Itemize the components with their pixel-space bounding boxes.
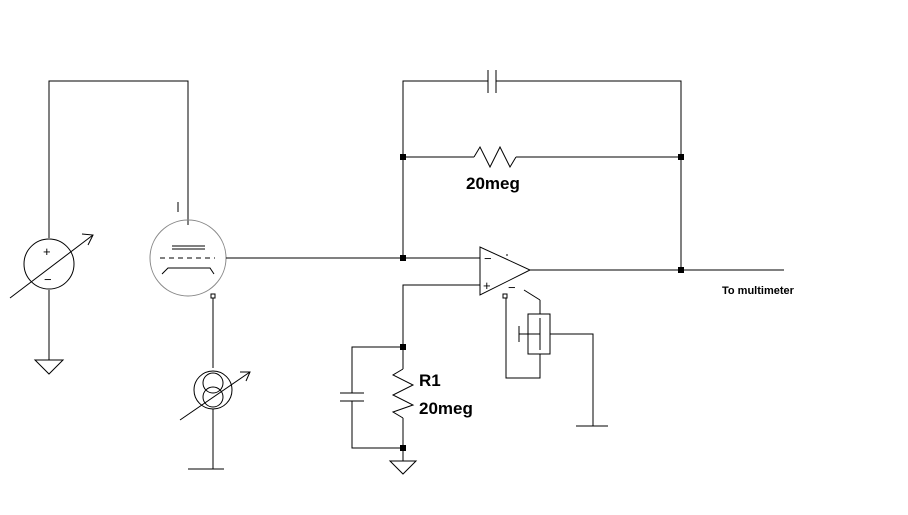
op-amp-inverting-sign: − [484,251,492,266]
feedback-resistor [473,145,517,169]
r1-name-label: R1 [419,371,441,390]
r1-value-label: 20meg [419,399,473,418]
op-amp-noninverting-sign: + [483,278,491,293]
node-feedback-left [400,154,406,160]
variable-arrow-head-icon [81,233,94,246]
tube-cathode-pin [210,293,216,299]
input-capacitor-top-wire [351,346,403,393]
junction-nodes [400,154,684,451]
tube-cathode [161,267,215,275]
variable-current-source [179,370,251,421]
node-output [678,267,684,273]
feedback-network [402,70,682,270]
node-r1-bottom [400,445,406,451]
offset-trim-potentiometer [505,289,608,427]
feedback-resistor-value-label: 20meg [466,174,520,193]
current-arrow-head-icon [240,371,251,382]
node-r1-top [400,344,406,350]
ground-symbol-left [33,359,65,375]
output-label: To multimeter [722,285,795,297]
voltage-source-plus-sign: + [43,244,51,259]
variable-arrow-line [9,234,94,299]
input-resistor-r1 [391,368,415,419]
op-amp: − + − [479,246,532,299]
input-capacitor-bottom-wire [351,401,403,449]
ground-symbol-r1 [388,460,418,475]
voltage-source-minus-sign: − [44,272,52,287]
current-arrow-line [179,371,251,421]
variable-voltage-source: + − [9,233,94,299]
node-feedback-right [678,154,684,160]
op-amp-supply-minus-sign: − [508,280,516,295]
op-amp-supply-pin [502,293,508,299]
node-inverting-input [400,255,406,261]
plate-supply-wire [48,80,189,238]
noninverting-input-wire [402,284,480,369]
